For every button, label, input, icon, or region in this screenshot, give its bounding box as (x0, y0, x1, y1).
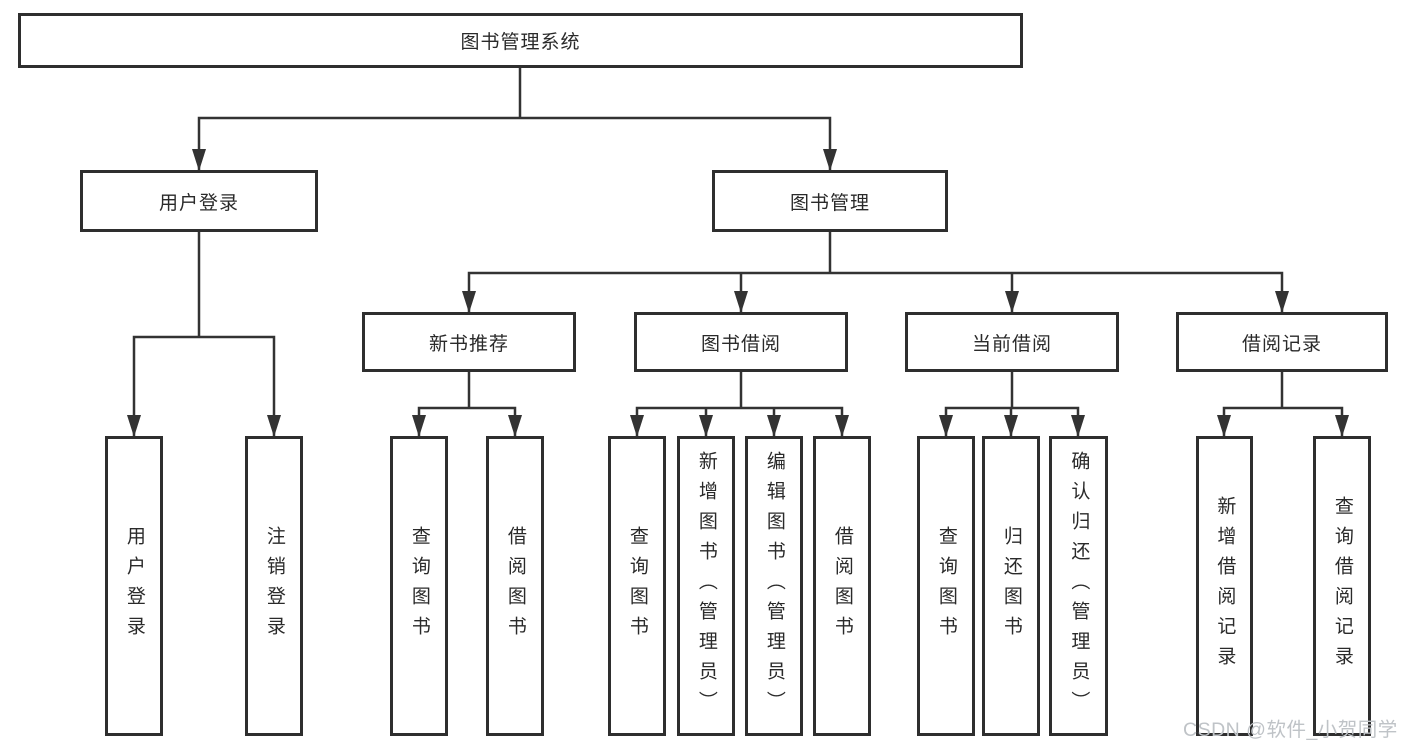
leaf-label: 借阅图书 (504, 526, 526, 646)
leaf-label: 借阅图书 (831, 526, 853, 646)
leaf-records-query-record: 查询借阅记录 (1313, 436, 1371, 736)
leaf-label: 查询图书 (626, 526, 648, 646)
node-borrowing-records: 借阅记录 (1176, 312, 1388, 372)
leaf-label: 确认归还（管理员） (1068, 451, 1090, 721)
leaf-borrowing-query-books: 查询图书 (608, 436, 666, 736)
leaf-borrowing-borrow-books: 借阅图书 (813, 436, 871, 736)
node-root-system: 图书管理系统 (18, 13, 1023, 68)
leaf-current-query-books: 查询图书 (917, 436, 975, 736)
node-user-login-module: 用户登录 (80, 170, 318, 232)
leaf-label: 查询图书 (935, 526, 957, 646)
node-current-borrowing: 当前借阅 (905, 312, 1119, 372)
leaf-label: 查询图书 (408, 526, 430, 646)
leaf-current-return-books: 归还图书 (982, 436, 1040, 736)
leaf-label: 注销登录 (263, 526, 285, 646)
leaf-recommend-borrow-books: 借阅图书 (486, 436, 544, 736)
node-new-book-recommendation: 新书推荐 (362, 312, 576, 372)
leaf-recommend-query-books: 查询图书 (390, 436, 448, 736)
leaf-label: 新增借阅记录 (1214, 496, 1236, 676)
leaf-label: 新增图书（管理员） (695, 451, 717, 721)
node-book-management-module: 图书管理 (712, 170, 948, 232)
leaf-logout: 注销登录 (245, 436, 303, 736)
node-book-borrowing: 图书借阅 (634, 312, 848, 372)
leaf-label: 用户登录 (123, 526, 145, 646)
leaf-current-confirm-return-admin: 确认归还（管理员） (1049, 436, 1108, 736)
leaf-user-login: 用户登录 (105, 436, 163, 736)
arrowheads (127, 149, 1349, 437)
leaf-label: 查询借阅记录 (1331, 496, 1353, 676)
leaf-label: 归还图书 (1000, 526, 1022, 646)
csdn-watermark: CSDN @软件_小贺同学 (1183, 719, 1398, 741)
leaf-records-add-record: 新增借阅记录 (1196, 436, 1253, 736)
leaf-borrowing-add-books-admin: 新增图书（管理员） (677, 436, 735, 736)
leaf-label: 编辑图书（管理员） (763, 451, 785, 721)
leaf-borrowing-edit-books-admin: 编辑图书（管理员） (745, 436, 803, 736)
